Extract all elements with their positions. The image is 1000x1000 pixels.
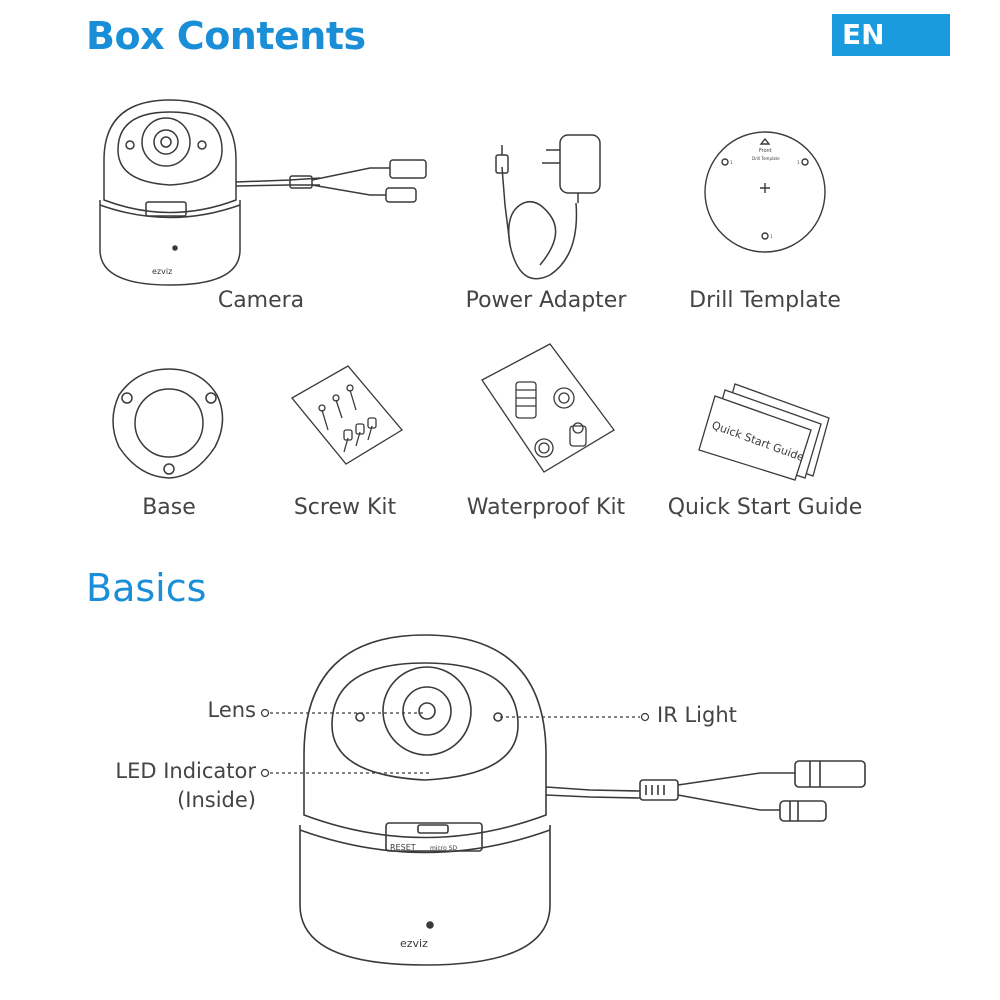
drill-template-hole-label-right: 1 <box>797 160 800 165</box>
language-badge-label: EN <box>842 18 885 51</box>
drill-template-hole-label-bottom: 1 <box>770 234 773 239</box>
camera-diagram: RESET micro SD ezviz <box>299 634 866 966</box>
basics-title: Basics <box>86 566 207 610</box>
base-icon <box>112 368 224 479</box>
item-label-screw-kit: Screw Kit <box>293 495 397 520</box>
callout-led-indicator: LED Indicator <box>115 759 256 783</box>
power-adapter-icon <box>495 134 601 280</box>
callout-ir-light: IR Light <box>657 703 737 727</box>
drill-template-hole-label-left: 1 <box>730 160 733 165</box>
drill-template-icon: Front Drill Template 1 1 1 <box>704 131 826 253</box>
language-badge: EN <box>832 14 950 56</box>
callout-led-inside: (Inside) <box>177 788 256 812</box>
callout-lens: Lens <box>207 698 256 722</box>
item-label-camera: Camera <box>217 288 305 313</box>
waterproof-kit-icon <box>481 343 615 473</box>
item-label-quick-start-guide: Quick Start Guide <box>667 495 863 520</box>
screw-kit-icon <box>291 365 403 465</box>
camera-brand-mark: ezviz <box>152 267 172 276</box>
basics-brand-mark: ezviz <box>400 937 428 950</box>
camera-icon: ezviz <box>99 99 427 286</box>
item-label-power-adapter: Power Adapter <box>465 288 627 313</box>
sd-label: micro SD <box>430 845 458 852</box>
reset-label: RESET <box>390 843 416 852</box>
item-label-drill-template: Drill Template <box>689 288 841 313</box>
drill-template-title: Drill Template <box>752 156 780 161</box>
item-label-base: Base <box>142 495 196 520</box>
item-label-waterproof-kit: Waterproof Kit <box>466 495 626 520</box>
drill-template-front: Front <box>759 148 772 154</box>
quick-start-guide-icon: Quick Start Guide <box>698 383 830 481</box>
page-title: Box Contents <box>86 14 366 58</box>
